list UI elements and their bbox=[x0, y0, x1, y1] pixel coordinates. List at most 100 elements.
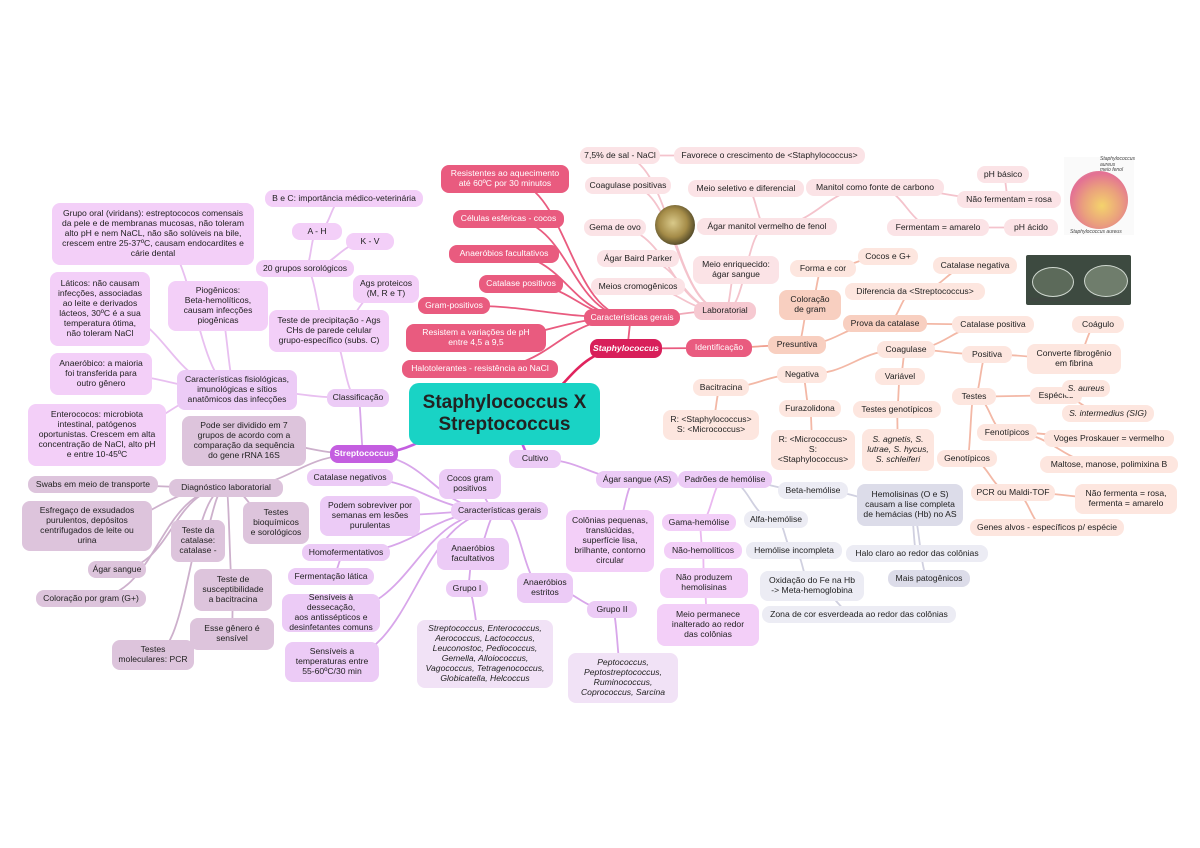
catalase-positivos[interactable]: Catalase positivos bbox=[479, 275, 563, 293]
meio-enriquecido[interactable]: Meio enriquecido: ágar sangue bbox=[693, 256, 779, 284]
halo-claro[interactable]: Halo claro ao redor das colônias bbox=[846, 545, 988, 562]
maltose-manose[interactable]: Maltose, manose, polimixina B bbox=[1040, 456, 1178, 473]
catalase-negativos[interactable]: Catalase negativos bbox=[307, 469, 393, 486]
teste-precipitacao[interactable]: Teste de precipitação - Ags CHs de pared… bbox=[269, 310, 389, 352]
zona-esverdeada[interactable]: Zona de cor esverdeada ao redor das colô… bbox=[762, 606, 956, 623]
nao-produzem-hemolisinas[interactable]: Não produzem hemolisinas bbox=[660, 568, 748, 598]
esfregaco-exsudados[interactable]: Esfregaço de exsudados purulentos, depós… bbox=[22, 501, 152, 551]
r-micro-s-staph[interactable]: R: <Micrococcus> S: <Staphylococcus> bbox=[771, 430, 855, 470]
padroes-hemolise[interactable]: Padrões de hemólise bbox=[678, 471, 772, 488]
mais-patogenicos[interactable]: Mais patogênicos bbox=[888, 570, 970, 587]
agar-manitol[interactable]: Ágar manitol vermelho de fenol bbox=[697, 218, 837, 235]
celulas-esfericas[interactable]: Células esféricas - cocos bbox=[453, 210, 564, 228]
grupo-ii-generos[interactable]: Peptococcus, Peptostreptococcus, Ruminoc… bbox=[568, 653, 678, 703]
streptococcus-node[interactable]: Streptococcus bbox=[330, 445, 398, 463]
negativa[interactable]: Negativa bbox=[777, 366, 827, 383]
testes-moleculares[interactable]: Testes moleculares: PCR bbox=[112, 640, 194, 670]
forma-cor[interactable]: Forma e cor bbox=[790, 260, 856, 277]
voges-proskauer[interactable]: Voges Proskauer = vermelho bbox=[1044, 430, 1174, 447]
hemolise-incompleta[interactable]: Hemólise incompleta bbox=[746, 542, 842, 559]
cocos-gram-positivos[interactable]: Cocos gram positivos bbox=[439, 469, 501, 499]
nao-hemoliticos[interactable]: Não-hemolíticos bbox=[664, 542, 742, 559]
prova-catalase[interactable]: Prova da catalase bbox=[843, 315, 927, 332]
fermentacao-latica[interactable]: Fermentação lática bbox=[288, 568, 374, 585]
manitol-fonte-carbono[interactable]: Manitol como fonte de carbono bbox=[806, 179, 944, 196]
cocos-g[interactable]: Cocos e G+ bbox=[858, 248, 918, 265]
staph-caracteristicas-gerais[interactable]: Características gerais bbox=[584, 309, 680, 326]
favorece-crescimento[interactable]: Favorece o crescimento de <Staphylococcu… bbox=[674, 147, 865, 164]
meio-seletivo[interactable]: Meio seletivo e diferencial bbox=[688, 180, 804, 197]
diferencia-streptococcus[interactable]: Diferencia da <Streptococcus> bbox=[845, 283, 985, 300]
grupos-sorologicos[interactable]: 20 grupos sorológicos bbox=[256, 260, 354, 277]
converte-fibrogenio[interactable]: Converte fibrogênio em fibrina bbox=[1027, 344, 1121, 374]
positiva[interactable]: Positiva bbox=[962, 346, 1012, 363]
alfa-hemolise[interactable]: Alfa-hemólise bbox=[744, 511, 808, 528]
staphylococcus-node[interactable]: Staphylococcus bbox=[590, 339, 662, 358]
variavel[interactable]: Variável bbox=[875, 368, 925, 385]
teste-catalase[interactable]: Teste da catalase: catalase - bbox=[171, 520, 225, 562]
gema-ovo[interactable]: Gema de ovo bbox=[584, 219, 646, 236]
coloracao-gram[interactable]: Coloração de gram bbox=[779, 290, 841, 320]
coloracao-gram-g[interactable]: Coloração por gram (G+) bbox=[36, 590, 146, 607]
ph-acido[interactable]: pH ácido bbox=[1004, 219, 1058, 236]
fenotipicos[interactable]: Fenotípicos bbox=[977, 424, 1037, 441]
beta-hemolise[interactable]: Beta-hemólise bbox=[778, 482, 848, 499]
nao-fermentam-rosa[interactable]: Não fermentam = rosa bbox=[957, 191, 1061, 208]
diagnostico-laboratorial[interactable]: Diagnóstico laboratorial bbox=[169, 479, 283, 497]
agar-baird-parker[interactable]: Ágar Baird Parker bbox=[597, 250, 679, 267]
furazolidona[interactable]: Furazolidona bbox=[779, 400, 841, 417]
nao-fermenta-fermenta[interactable]: Não fermenta = rosa, fermenta = amarelo bbox=[1075, 484, 1177, 514]
identificacao[interactable]: Identificação bbox=[686, 339, 752, 357]
grupo-i-generos[interactable]: Streptococcus, Enterococcus, Aerococcus,… bbox=[417, 620, 553, 688]
sal-nacl[interactable]: 7,5% de sal - NaCl bbox=[580, 147, 660, 164]
grupo-k-v[interactable]: K - V bbox=[346, 233, 394, 250]
strep-anaerobios-facultativos[interactable]: Anaeróbios facultativos bbox=[437, 538, 509, 570]
cultivo[interactable]: Cultivo bbox=[509, 450, 561, 468]
pcr-maldi-tof[interactable]: PCR ou Maldi-TOF bbox=[971, 484, 1055, 501]
r-staph-s-micro[interactable]: R: <Staphylococcus> S: <Micrococcus> bbox=[663, 410, 759, 440]
coagulase[interactable]: Coagulase bbox=[877, 341, 935, 358]
grupo-i[interactable]: Grupo I bbox=[446, 580, 488, 597]
resistentes-aquecimento[interactable]: Resistentes ao aquecimento até 60ºC por … bbox=[441, 165, 569, 193]
genes-alvos[interactable]: Genes alvos - específicos p/ espécie bbox=[970, 519, 1124, 536]
gram-positivos[interactable]: Gram-positivos bbox=[418, 297, 490, 314]
teste-bacitracina[interactable]: Teste de susceptibilidade a bacitracina bbox=[194, 569, 272, 611]
esse-genero-sensivel[interactable]: Esse gênero é sensível bbox=[190, 618, 274, 650]
laboratorial[interactable]: Laboratorial bbox=[694, 302, 756, 320]
anaerobios-estritos[interactable]: Anaeróbios estritos bbox=[517, 573, 573, 603]
meio-permanece-inalterado[interactable]: Meio permanece inalterado ao redor das c… bbox=[657, 604, 759, 646]
catalase-positiva[interactable]: Catalase positiva bbox=[952, 316, 1034, 333]
central-topic[interactable]: Staphylococcus X Streptococcus bbox=[409, 383, 600, 445]
caracteristicas-fisiologicas[interactable]: Características fisiológicas, imunológic… bbox=[177, 370, 297, 410]
classificacao[interactable]: Classificação bbox=[327, 389, 389, 407]
staph-anaerobios-facultativos[interactable]: Anaeróbios facultativos bbox=[449, 245, 559, 263]
testes-genotipicos-variavel[interactable]: Testes genotípicos bbox=[853, 401, 941, 418]
ags-proteicos[interactable]: Ags proteicos (M, R e T) bbox=[353, 275, 419, 303]
presuntiva[interactable]: Presuntiva bbox=[768, 336, 826, 354]
strep-agar-sangue[interactable]: Ágar sangue bbox=[88, 561, 146, 578]
testes[interactable]: Testes bbox=[952, 388, 996, 405]
s-aureus[interactable]: S. aureus bbox=[1062, 380, 1110, 397]
testes-bioquimicos[interactable]: Testes bioquímicos e sorológicos bbox=[243, 502, 309, 544]
grupo-oral-viridans[interactable]: Grupo oral (viridans): estreptococos com… bbox=[52, 203, 254, 265]
gama-hemolise[interactable]: Gama-hemólise bbox=[662, 514, 736, 531]
bacitracina[interactable]: Bacitracina bbox=[693, 379, 749, 396]
strep-caracteristicas-gerais[interactable]: Características gerais bbox=[451, 502, 548, 520]
oxidacao-fe[interactable]: Oxidação do Fe na Hb -> Meta-hemoglobina bbox=[760, 571, 864, 601]
colonias-pequenas[interactable]: Colônias pequenas, translúcidas, superfí… bbox=[566, 510, 654, 572]
grupo-ii[interactable]: Grupo II bbox=[587, 601, 637, 618]
halotolerantes[interactable]: Halotolerantes - resistência ao NaCl bbox=[402, 360, 558, 378]
piogenicos[interactable]: Piogênicos: Beta-hemolíticos, causam inf… bbox=[168, 281, 268, 331]
fermentam-amarelo[interactable]: Fermentam = amarelo bbox=[887, 219, 989, 236]
pode-ser-dividido[interactable]: Pode ser dividido em 7 grupos de acordo … bbox=[182, 416, 306, 466]
laticos[interactable]: Láticos: não causam infecções, associada… bbox=[50, 272, 150, 346]
coagulase-positivas[interactable]: Coagulase positivas bbox=[585, 177, 671, 194]
sensiveis-temperatura[interactable]: Sensíveis a temperaturas entre 55-60ºC/3… bbox=[285, 642, 379, 682]
especies-variaveis[interactable]: S. agnetis, S. lutrae, S. hycus, S. schl… bbox=[862, 429, 934, 471]
grupo-a-h[interactable]: A - H bbox=[292, 223, 342, 240]
catalase-negativa[interactable]: Catalase negativa bbox=[933, 257, 1017, 274]
s-intermedius[interactable]: S. intermedius (SIG) bbox=[1062, 405, 1154, 422]
enterococos[interactable]: Enterococos: microbiota intestinal, pató… bbox=[28, 404, 166, 466]
swabs-meio-transporte[interactable]: Swabs em meio de transporte bbox=[28, 476, 158, 493]
podem-sobreviver[interactable]: Podem sobreviver por semanas em lesões p… bbox=[320, 496, 420, 536]
